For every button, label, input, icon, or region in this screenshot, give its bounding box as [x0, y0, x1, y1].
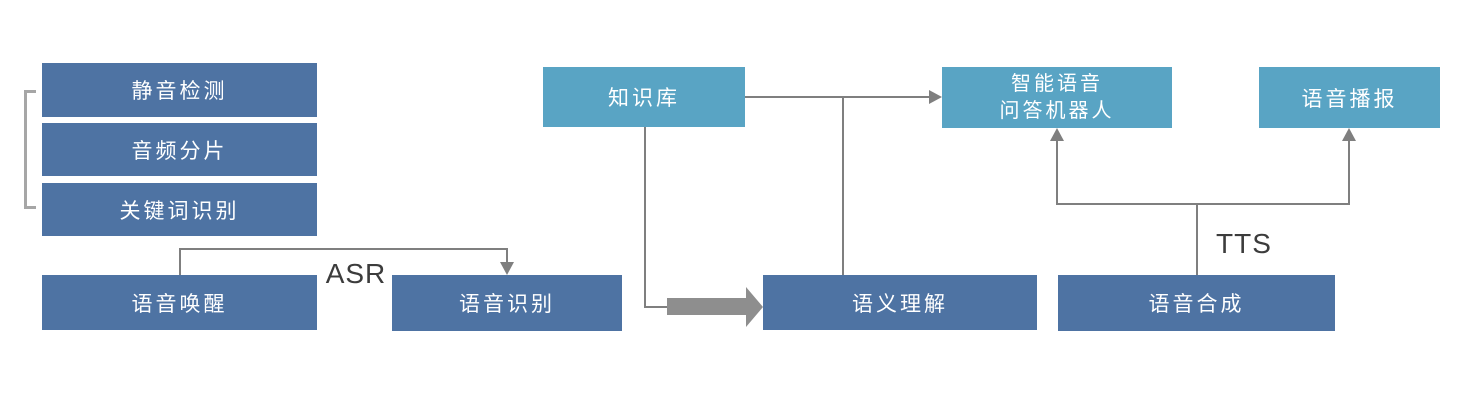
edge-junction-to-semantic-line	[842, 97, 844, 275]
edge-tts-horizontal-line	[1056, 203, 1350, 205]
node-voice-broadcast-label: 语音播报	[1301, 87, 1398, 111]
edge-kb-drop-line	[644, 127, 646, 308]
node-audio-slicing-label: 音频分片	[131, 139, 228, 163]
node-knowledge-base: 知识库	[543, 67, 745, 127]
node-silence-detection: 静音检测	[42, 63, 317, 117]
edge-asr-drop-line	[506, 250, 508, 263]
node-audio-slicing: 音频分片	[42, 123, 317, 176]
edge-tts-left-branch-line	[1056, 140, 1058, 205]
edge-tts-stem-line	[1196, 203, 1198, 275]
node-qa-robot-label-line1: 智能语音	[1011, 72, 1103, 95]
node-speech-synthesis: 语音合成	[1058, 275, 1335, 331]
node-voice-wakeup: 语音唤醒	[42, 275, 317, 330]
group-bracket-top-tick	[24, 90, 36, 93]
asr-arrowhead-icon	[500, 262, 514, 275]
node-voice-broadcast: 语音播报	[1259, 67, 1440, 128]
kb-to-robot-arrowhead-icon	[929, 90, 942, 104]
thick-arrowhead-icon	[746, 287, 763, 327]
edge-tts-right-branch-line	[1348, 140, 1350, 205]
tts-right-arrowhead-icon	[1342, 128, 1356, 141]
node-keyword-recognition: 关键词识别	[42, 183, 317, 236]
node-qa-robot: 智能语音 问答机器人	[942, 67, 1172, 128]
edge-asr-horizontal-line	[179, 248, 508, 250]
edge-kb-to-robot-line	[745, 96, 930, 98]
group-bracket-bottom-tick	[24, 206, 36, 209]
tts-left-arrowhead-icon	[1050, 128, 1064, 141]
node-knowledge-base-label: 知识库	[608, 87, 680, 110]
edge-wakeup-riser-line	[179, 248, 181, 275]
node-speech-recognition-label: 语音识别	[459, 293, 555, 316]
node-qa-robot-label-line2: 问答机器人	[999, 99, 1115, 122]
thick-arrow-body	[667, 298, 746, 315]
asr-edge-label: ASR	[325, 258, 387, 289]
node-silence-detection-label: 静音检测	[131, 80, 228, 103]
node-semantic-understanding-label: 语义理解	[852, 292, 948, 316]
node-speech-recognition: 语音识别	[392, 275, 622, 331]
group-bracket-vertical	[24, 90, 27, 209]
node-speech-synthesis-label: 语音合成	[1148, 293, 1245, 316]
node-voice-wakeup-label: 语音唤醒	[131, 292, 228, 316]
tts-edge-label: TTS	[1216, 228, 1272, 259]
node-semantic-understanding: 语义理解	[763, 275, 1037, 330]
edge-kb-drop-elbow-line	[644, 306, 668, 308]
node-keyword-recognition-label: 关键词识别	[119, 199, 240, 223]
